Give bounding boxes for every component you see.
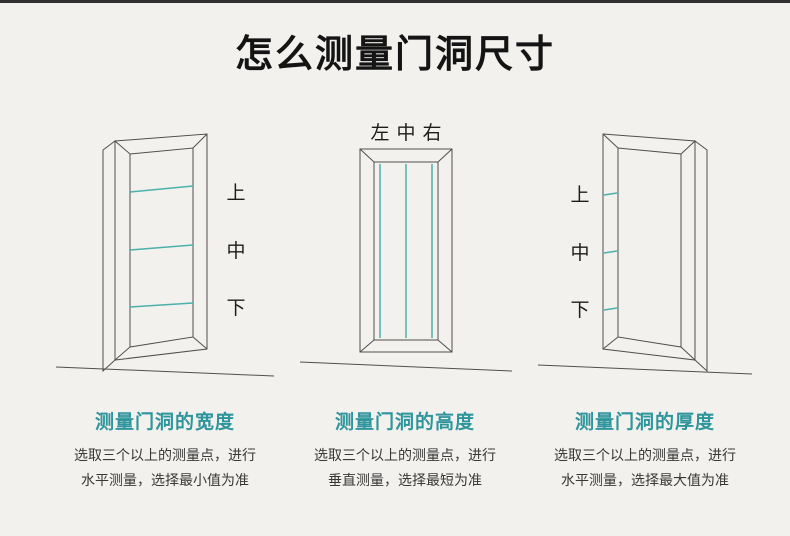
section-subtitle: 测量门洞的厚度 bbox=[574, 411, 715, 433]
label-left: 左 bbox=[370, 122, 389, 144]
label-top: 上 bbox=[226, 182, 245, 204]
desc-line: 水平测量，选择最大值为准 bbox=[561, 472, 729, 489]
measure-tick-bottom bbox=[603, 307, 618, 311]
frame-miter bbox=[114, 346, 131, 361]
ground-line bbox=[299, 361, 513, 372]
desc-line: 选取三个以上的测量点，进行 bbox=[74, 448, 256, 464]
label-bottom: 下 bbox=[570, 299, 589, 321]
section-subtitle: 测量门洞的宽度 bbox=[94, 411, 235, 433]
label-top: 上 bbox=[570, 184, 589, 206]
ground-line bbox=[537, 364, 753, 375]
frame-miter bbox=[359, 339, 375, 353]
measure-tick-middle bbox=[603, 250, 618, 254]
section-description: 选取三个以上的测量点，进行 水平测量，选择最大值为准 bbox=[554, 444, 736, 493]
section-description: 选取三个以上的测量点，进行 水平测量，选择最小值为准 bbox=[74, 444, 256, 493]
top-border bbox=[0, 0, 790, 3]
frame-miter bbox=[680, 346, 696, 361]
frame-miter bbox=[192, 133, 208, 149]
frame-miter bbox=[602, 133, 619, 149]
measure-tick-top bbox=[603, 192, 618, 196]
frame-miter bbox=[437, 339, 453, 353]
section-door-thickness: 上 中 下 测量门洞的厚度 选取三个以上的测量点，进行 水平测量，选择最大值为准 bbox=[530, 119, 760, 493]
desc-line: 垂直测量，选择最短为准 bbox=[328, 472, 482, 489]
frame-miter bbox=[602, 336, 619, 350]
door-frame-side bbox=[694, 140, 708, 373]
measure-line-middle bbox=[129, 244, 194, 251]
section-door-width: 上 中 下 测量门洞的宽度 选取三个以上的测量点，进行 水平测量，选择最小值为准 bbox=[50, 119, 280, 493]
frame-miter bbox=[359, 148, 375, 163]
desc-line: 水平测量，选择最小值为准 bbox=[81, 472, 249, 489]
frame-miter bbox=[192, 336, 208, 350]
frame-miter bbox=[437, 148, 453, 163]
ground-line bbox=[55, 366, 275, 377]
door-height-diagram: 左 中 右 bbox=[299, 122, 513, 372]
door-frame-side bbox=[102, 140, 116, 373]
label-middle: 中 bbox=[226, 240, 245, 262]
page-title: 怎么测量门洞尺寸 bbox=[234, 32, 555, 76]
door-width-diagram: 上 中 下 bbox=[55, 133, 275, 377]
section-description: 选取三个以上的测量点，进行 垂直测量，选择最短为准 bbox=[314, 444, 496, 493]
sections-row: 上 中 下 测量门洞的宽度 选取三个以上的测量点，进行 水平测量，选择最小值为准 bbox=[50, 119, 790, 493]
frame-miter bbox=[114, 140, 131, 155]
label-middle: 中 bbox=[570, 242, 589, 264]
measure-line-top bbox=[129, 185, 194, 193]
desc-line: 选取三个以上的测量点，进行 bbox=[314, 448, 496, 464]
measure-line-bottom bbox=[129, 302, 194, 308]
section-subtitle: 测量门洞的高度 bbox=[334, 411, 475, 433]
section-door-height: 左 中 右 测量门洞的高度 选取三个以上的测量点，进行 垂直测量，选择最短为准 bbox=[290, 119, 520, 493]
door-thickness-diagram: 上 中 下 bbox=[537, 133, 753, 375]
door-frame-inner bbox=[617, 147, 682, 348]
label-center: 中 bbox=[396, 122, 415, 144]
label-right: 右 bbox=[422, 122, 441, 144]
desc-line: 选取三个以上的测量点，进行 bbox=[554, 448, 736, 464]
label-bottom: 下 bbox=[226, 297, 245, 319]
frame-miter bbox=[680, 140, 696, 155]
